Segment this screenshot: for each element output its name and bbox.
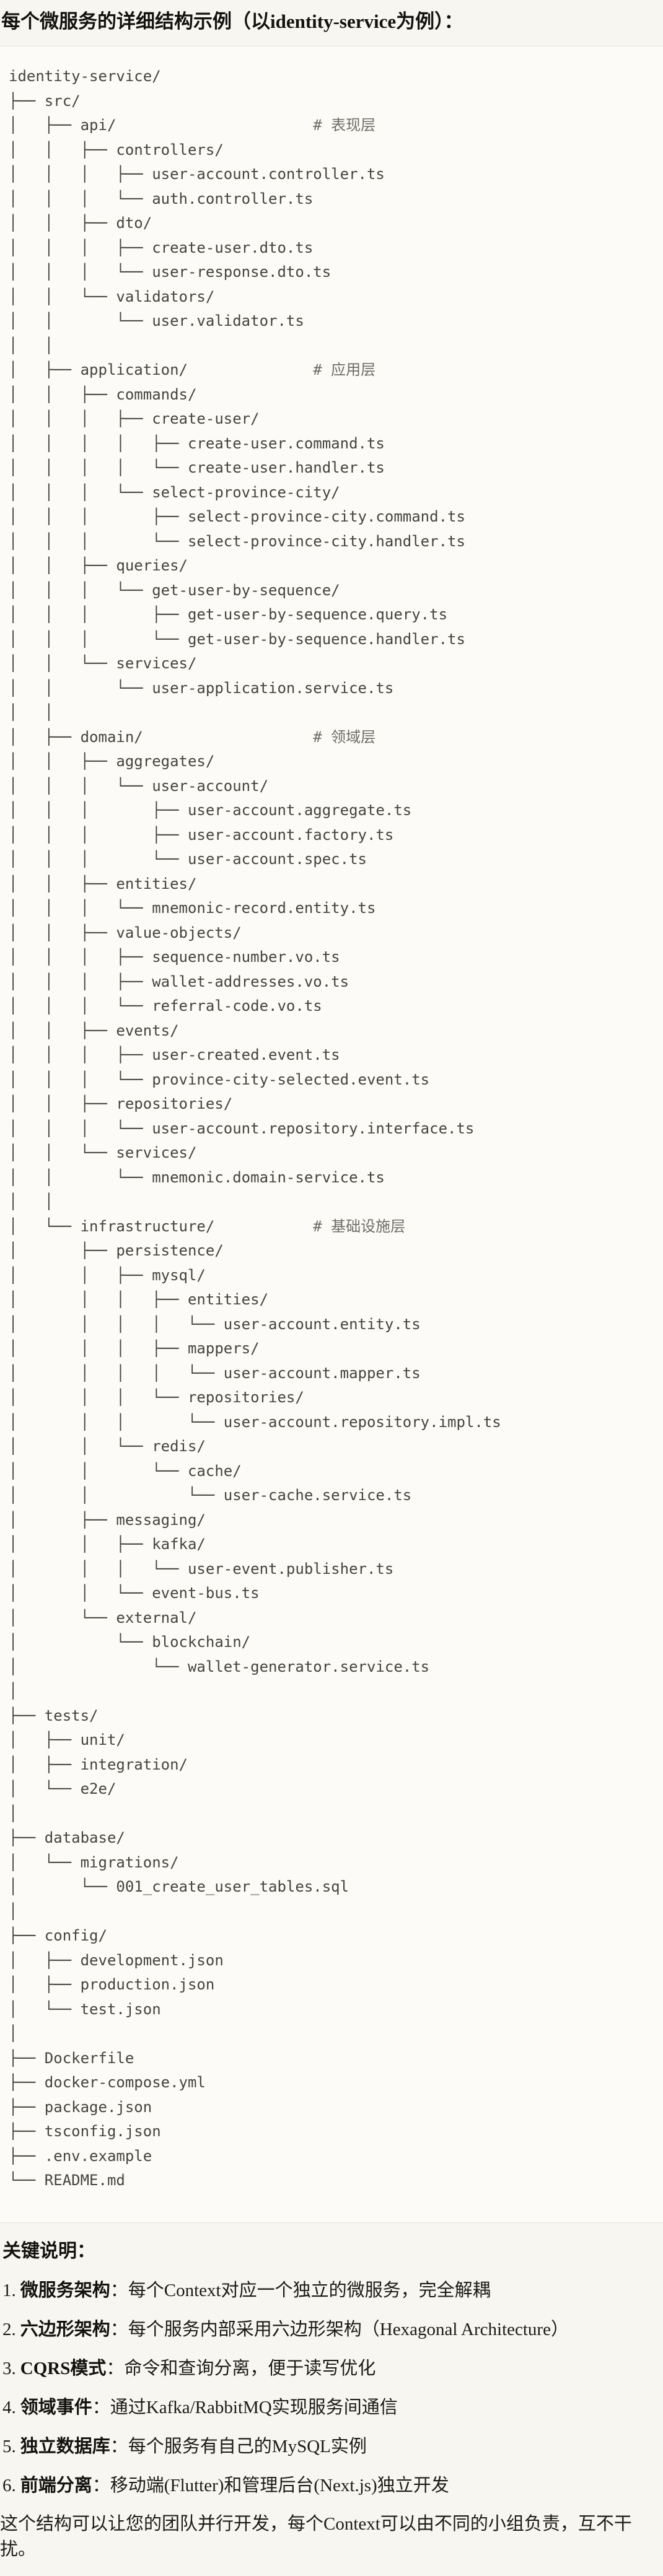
note-item: 4.领域事件：通过Kafka/RabbitMQ实现服务间通信 (2, 2395, 653, 2421)
note-term: 六边形架构 (20, 2319, 110, 2339)
code-block: identity-service/ ├── src/ │ ├── api/ # … (0, 46, 663, 2223)
note-separator: ： (106, 2358, 125, 2378)
note-separator: ： (110, 2280, 128, 2300)
note-term: 微服务架构 (20, 2280, 110, 2300)
layer-comment: # 表现层 (313, 116, 376, 134)
page-title: 每个微服务的详细结构示例（以identity-service为例）： (1, 11, 463, 32)
note-separator: ： (110, 2436, 128, 2456)
note-item: 5.独立数据库：每个服务有自己的MySQL实例 (2, 2434, 653, 2460)
note-number: 6. (2, 2475, 16, 2495)
note-description: 每个服务有自己的MySQL实例 (128, 2436, 367, 2456)
note-term: 领域事件 (20, 2397, 92, 2417)
note-separator: ： (92, 2397, 110, 2417)
note-number: 3. (2, 2358, 16, 2378)
layer-comment: # 领域层 (313, 728, 376, 746)
doc-header: 每个微服务的详细结构示例（以identity-service为例）： (0, 0, 663, 35)
note-number: 5. (2, 2436, 16, 2456)
note-number: 2. (2, 2319, 16, 2339)
note-item: 3.CQRS模式：命令和查询分离，便于读写优化 (2, 2356, 653, 2382)
note-description: 每个服务内部采用六边形架构（Hexagonal Architecture） (128, 2319, 569, 2339)
note-separator: ： (110, 2319, 128, 2339)
note-number: 4. (2, 2397, 16, 2417)
note-number: 1. (2, 2280, 16, 2300)
note-description: 命令和查询分离，便于读写优化 (124, 2358, 376, 2378)
note-item: 1.微服务架构：每个Context对应一个独立的微服务，完全解耦 (2, 2278, 653, 2303)
layer-comment: # 基础设施层 (313, 1217, 406, 1235)
note-item: 6.前端分离：移动端(Flutter)和管理后台(Next.js)独立开发 (2, 2473, 653, 2499)
note-description: 移动端(Flutter)和管理后台(Next.js)独立开发 (110, 2475, 449, 2495)
note-item: 2.六边形架构：每个服务内部采用六边形架构（Hexagonal Architec… (2, 2317, 653, 2342)
note-description: 通过Kafka/RabbitMQ实现服务间通信 (110, 2397, 398, 2417)
note-separator: ： (92, 2475, 110, 2495)
layer-comment: # 应用层 (313, 361, 376, 378)
note-description: 每个Context对应一个独立的微服务，完全解耦 (128, 2280, 491, 2300)
directory-tree: identity-service/ ├── src/ │ ├── api/ # … (9, 68, 501, 2189)
notes-heading: 关键说明： (2, 2240, 95, 2261)
note-term: CQRS模式 (20, 2358, 107, 2378)
note-term: 独立数据库 (20, 2436, 110, 2456)
note-term: 前端分离 (20, 2475, 92, 2495)
closing-paragraph: 这个结构可以让您的团队并行开发，每个Context可以由不同的小组负责，互不干扰… (0, 2513, 632, 2559)
